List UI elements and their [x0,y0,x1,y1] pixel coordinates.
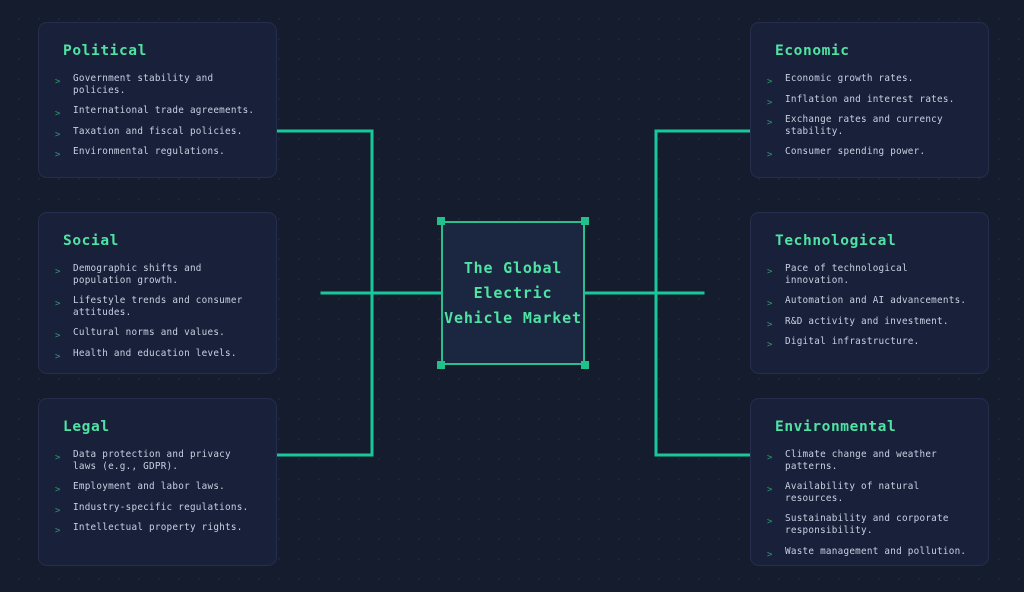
chevron-right-icon: > [55,526,61,537]
bullet-list: > Data protection and privacy laws (e.g.… [53,449,258,537]
chevron-right-icon: > [767,453,773,463]
chevron-right-icon: > [55,150,61,161]
resize-handle-bottom-left[interactable] [437,361,445,369]
card-title: Economic [775,43,850,59]
bullet-text: Demographic shifts and population growth… [73,263,202,286]
bullet-text: Environmental regulations. [73,146,226,158]
bullet-text: Sustainability and corporate responsibil… [785,513,949,536]
bullet-text: Economic growth rates. [785,73,914,84]
card-political[interactable]: Political > Government stability and pol… [38,22,277,178]
bullet-item: > Exchange rates and currency stability. [765,114,970,137]
card-title: Technological [775,233,897,249]
bullet-item: > Intellectual property rights. [53,522,258,537]
bullet-item: > International trade agreements. [53,105,258,120]
bullet-text: Employment and labor laws. [73,481,226,493]
card-title: Environmental [775,419,897,435]
chevron-right-icon: > [55,267,61,277]
bullet-text: Cultural norms and values. [73,327,226,339]
bullet-item: > Health and education levels. [53,347,258,362]
resize-handle-top-left[interactable] [437,217,445,225]
bullet-item: > Inflation and interest rates. [765,93,970,108]
bullet-text: Consumer spending power. [785,146,926,158]
bullet-item: > Industry-specific regulations. [53,501,258,516]
bullet-text: Exchange rates and currency stability. [785,114,943,137]
bullet-item: > Pace of technological innovation. [765,263,970,286]
bullet-item: > Economic growth rates. [765,73,970,87]
bullet-item: > Digital infrastructure. [765,336,970,351]
chevron-right-icon: > [55,485,61,496]
chevron-right-icon: > [767,77,773,87]
chevron-right-icon: > [767,517,773,528]
chevron-right-icon: > [55,453,61,463]
bullet-list: > Demographic shifts and population grow… [53,263,258,362]
bullet-text: Data protection and privacy laws (e.g., … [73,449,231,472]
bullet-text: Government stability and policies. [73,73,214,96]
card-title: Legal [63,419,110,435]
bullet-text: Automation and AI advancements. [785,295,967,307]
bullet-item: > Waste management and pollution. [765,545,970,560]
bullet-text: Climate change and weather patterns. [785,449,938,472]
bullet-item: > Data protection and privacy laws (e.g.… [53,449,258,472]
chevron-right-icon: > [55,129,61,140]
bullet-text: International trade agreements. [73,105,255,117]
resize-handle-bottom-right[interactable] [581,361,589,369]
center-node-label: The Global Electric Vehicle Market [444,258,582,327]
bullet-item: > Lifestyle trends and consumer attitude… [53,295,258,318]
card-legal[interactable]: Legal > Data protection and privacy laws… [38,398,277,566]
card-title: Social [63,233,119,249]
bullet-item: > Sustainability and corporate responsib… [765,513,970,536]
bullet-list: > Pace of technological innovation. > Au… [765,263,970,351]
chevron-right-icon: > [767,299,773,310]
chevron-right-icon: > [767,267,773,277]
bullet-text: Pace of technological innovation. [785,263,908,286]
chevron-right-icon: > [767,549,773,560]
bullet-item: > Cultural norms and values. [53,327,258,342]
bullet-text: Inflation and interest rates. [785,93,955,105]
bullet-text: Availability of natural resources. [785,481,920,504]
bullet-text: Industry-specific regulations. [73,501,249,513]
bullet-list: > Government stability and policies. > I… [53,73,258,161]
bullet-text: Waste management and pollution. [785,545,967,557]
card-technological[interactable]: Technological > Pace of technological in… [750,212,989,374]
bullet-item: > Climate change and weather patterns. [765,449,970,472]
chevron-right-icon: > [55,351,61,362]
chevron-right-icon: > [767,150,773,161]
bullet-text: Lifestyle trends and consumer attitudes. [73,295,243,318]
bullet-text: R&D activity and investment. [785,315,949,327]
card-social[interactable]: Social > Demographic shifts and populati… [38,212,277,374]
bullet-text: Intellectual property rights. [73,522,243,534]
bullet-item: > Environmental regulations. [53,146,258,161]
chevron-right-icon: > [767,485,773,496]
center-node[interactable]: The Global Electric Vehicle Market [441,221,585,365]
card-environmental[interactable]: Environmental > Climate change and weath… [750,398,989,566]
card-title: Political [63,43,147,59]
bullet-item: > Taxation and fiscal policies. [53,125,258,140]
bullet-list: > Climate change and weather patterns. >… [765,449,970,560]
bullet-item: > Automation and AI advancements. [765,295,970,310]
card-economic[interactable]: Economic > Economic growth rates. > Infl… [750,22,989,178]
chevron-right-icon: > [55,505,61,516]
bullet-item: > Employment and labor laws. [53,481,258,496]
chevron-right-icon: > [767,319,773,330]
bullet-item: > R&D activity and investment. [765,315,970,330]
bullet-text: Digital infrastructure. [785,336,920,348]
bullet-item: > Demographic shifts and population grow… [53,263,258,286]
bullet-item: > Consumer spending power. [765,146,970,161]
chevron-right-icon: > [55,77,61,87]
chevron-right-icon: > [55,331,61,342]
chevron-right-icon: > [55,109,61,120]
bullet-item: > Availability of natural resources. [765,481,970,504]
bullet-text: Health and education levels. [73,347,237,359]
chevron-right-icon: > [767,118,773,129]
bullet-list: > Economic growth rates. > Inflation and… [765,73,970,161]
chevron-right-icon: > [55,299,61,310]
chevron-right-icon: > [767,340,773,351]
bullet-text: Taxation and fiscal policies. [73,125,243,137]
bullet-item: > Government stability and policies. [53,73,258,96]
resize-handle-top-right[interactable] [581,217,589,225]
chevron-right-icon: > [767,97,773,108]
